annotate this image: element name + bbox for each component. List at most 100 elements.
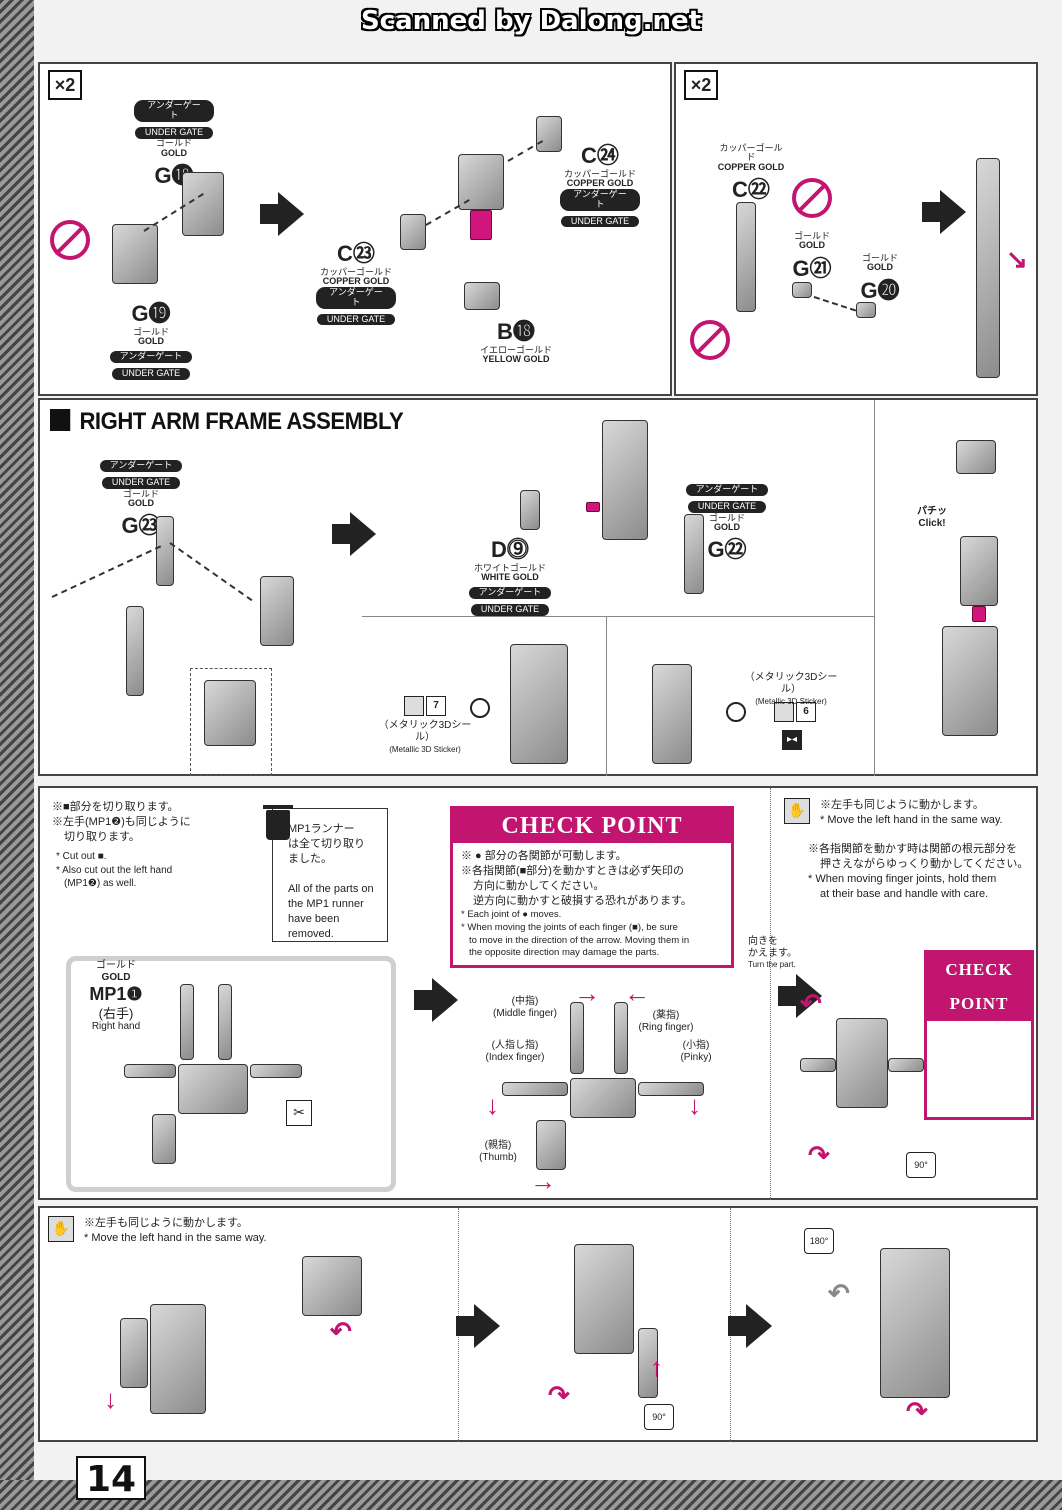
runner-finger-2 (218, 984, 232, 1060)
runner-finger-1 (180, 984, 194, 1060)
index-finger-label: (人指し指) (Index finger) (470, 1040, 560, 1064)
check-line-7: to move in the direction of the arrow. M… (469, 934, 690, 946)
turn-en: Turn the part. (748, 960, 796, 969)
bottom-left-same-ja: ※左手も同じように動かします。 (84, 1217, 248, 1229)
check-line-4: 逆方向に動かすと破損する恐れがあります。 (473, 894, 692, 907)
part-tag-c23: C㉓ カッパーゴールド COPPER GOLD アンダーゲート UNDER GA… (316, 236, 396, 326)
bottom-hand-1-arm (120, 1318, 148, 1388)
trash-icon (263, 805, 293, 840)
step-arrow-icon-6 (456, 1304, 500, 1348)
mp1-code: MP1❶ (89, 984, 143, 1004)
mp1-gold-ja: ゴールド (96, 960, 136, 971)
pink-arrow-bottom-6: ↶ (828, 1278, 850, 1308)
part-code-g20: G⓴ (860, 277, 900, 303)
arm-frame-upper (260, 576, 294, 646)
arm-part-d9 (520, 490, 540, 530)
mp1-label: ゴールド GOLD MP1❶ (右手) Right hand (76, 960, 156, 1033)
check-line-3: 方向に動かしてください。 (473, 879, 605, 892)
gold-label-en-2: GOLD (138, 336, 164, 347)
check-finger-index (502, 1082, 568, 1096)
arm-final-joint (972, 606, 986, 622)
left-hand-icon: ✋ (784, 798, 810, 824)
cut-ja-3: 切り取ります。 (64, 830, 140, 843)
white-label-en: WHITE GOLD (481, 572, 539, 583)
copper-label-ja-3: カッパーゴールド (719, 143, 783, 163)
mp1-gold-en: GOLD (101, 972, 131, 983)
mp1-en: Right hand (91, 1021, 141, 1033)
cut-instructions-en: * Cut out ■. * Also cut out the left han… (56, 850, 256, 891)
part-tag-b18: B⓲ イエローゴールド YELLOW GOLD (476, 314, 556, 365)
turn-hand-body (836, 1018, 888, 1108)
step-arrow-icon (260, 192, 304, 236)
sticker-label-left: （メタリック3Dシール） (Metallic 3D Sticker) (370, 720, 480, 756)
runner-en-2: the MP1 runner (288, 897, 364, 910)
bottom-hand-2-finger (638, 1328, 658, 1398)
arm-final-shoulder (956, 440, 996, 474)
cut-ja-1: ※■部分を切り取ります。 (52, 801, 179, 813)
head-assembly (458, 154, 504, 210)
sticker-divider-h (362, 616, 874, 617)
runner-thumb (152, 1114, 176, 1164)
panel-arm-frame: RIGHT ARM FRAME ASSEMBLY アンダーゲート UNDER G… (38, 398, 1038, 776)
hold-ja-1: ※各指関節を動かす時は関節の根元部分を (808, 843, 1017, 855)
ring-finger-en: (Ring finger) (638, 1022, 694, 1033)
sticker-icon-6 (774, 702, 794, 722)
thumb-en: (Thumb) (479, 1152, 517, 1163)
step-arrow-icon-7 (728, 1304, 772, 1348)
under-gate-pill-3: アンダーゲート (560, 188, 640, 211)
sticker-label-en-right: (Metallic 3D Sticker) (755, 697, 827, 706)
part-code-g23: G㉓ (121, 513, 161, 539)
part-code-c23: C㉓ (337, 241, 375, 266)
click-ja: パチッ (917, 506, 947, 517)
check-finger-ring (614, 1002, 628, 1074)
runner-finger-4 (250, 1064, 302, 1078)
part-tag-g20: ゴールド GOLD G⓴ (850, 253, 910, 305)
pink-arrow-thumb: → (530, 1166, 556, 1196)
check-finger-pinky (638, 1082, 704, 1096)
check-line-1: ※ ● 部分の各関節が可動します。 (461, 850, 627, 862)
section-title: RIGHT ARM FRAME ASSEMBLY (50, 408, 403, 436)
bottom-hand-3 (880, 1248, 950, 1398)
check-point-ja: ※ ● 部分の各関節が可動します。 ※各指関節(■部分)を動かすときは必ず矢印の… (461, 849, 731, 908)
bottom-left-same-en: * Move the left hand in the same way. (84, 1231, 267, 1244)
hand-part (204, 680, 256, 746)
check-line-8: the opposite direction may damage the pa… (469, 947, 660, 959)
under-gate-pill-en-4: UNDER GATE (316, 313, 396, 326)
part-tag-g22: アンダーゲート UNDER GATE ゴールド GOLD G㉒ (682, 480, 772, 564)
head-crest-c23 (400, 214, 426, 250)
rotate-180-badge: 180° (804, 1228, 834, 1254)
gold-label-ja-6: ゴールド (708, 512, 745, 523)
under-gate-pill-en: UNDER GATE (134, 126, 214, 139)
runner-frame (66, 956, 396, 1192)
runner-ja-2: は全て切り取り (288, 837, 365, 850)
check-point-en: * Each joint of ● moves. * When moving t… (461, 909, 733, 960)
sticker-label-ja: （メタリック3Dシール） (378, 720, 472, 743)
left-hand-icon-2: ✋ (48, 1216, 74, 1242)
gold-label-ja-4: ゴールド (861, 253, 898, 263)
bottom-hatch-border (0, 1480, 1062, 1510)
sticker-divider-v (606, 616, 607, 776)
turn-label: 向きを かえます。 Turn the part. (748, 936, 818, 970)
pink-rotate-arrow: ↘ (1006, 244, 1028, 274)
arm-final-hand (942, 626, 998, 736)
thumb-label: (親指) (Thumb) (468, 1140, 528, 1164)
hold-en-2: at their base and handle with care. (820, 887, 989, 900)
under-gate-pill-en-6: UNDER GATE (470, 603, 550, 616)
runner-en-1: All of the parts on (288, 883, 374, 895)
check-line-2: ※各指関節(■部分)を動かすときは必ず矢印の (461, 864, 684, 877)
arm-final-forearm (960, 536, 998, 606)
ring-finger-ja: (薬指) (652, 1010, 680, 1021)
pink-arrow-index: ↓ (486, 1090, 499, 1120)
under-gate-pill: アンダーゲート (134, 100, 214, 122)
check-point-small: CHECK POINT (924, 950, 1034, 1120)
under-gate-pill-en-2: UNDER GATE (111, 367, 191, 380)
mp1-ja: (右手) (98, 1005, 134, 1021)
arm-peg (586, 502, 600, 512)
pink-arrow-bottom-4: ↑ (650, 1352, 663, 1382)
middle-finger-ja: (中指) (511, 996, 539, 1007)
under-gate-pill-5: アンダーゲート (99, 460, 183, 472)
gold-label-en-4: GOLD (867, 262, 893, 273)
assembly-dash-line-6 (169, 542, 253, 602)
cut-en-2: * Also cut out the left hand (56, 864, 173, 876)
no-cut-icon (50, 220, 90, 260)
